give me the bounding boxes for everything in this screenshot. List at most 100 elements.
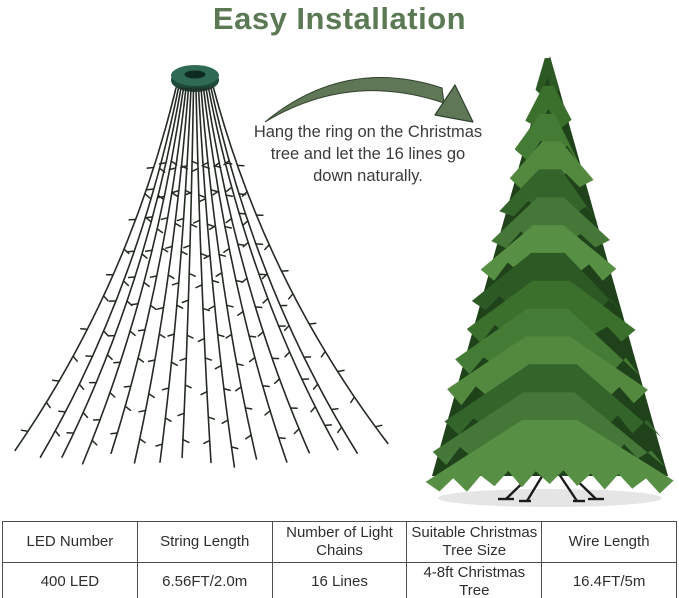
led-bulb-tick (287, 293, 294, 300)
led-bulb-tick (277, 437, 286, 440)
light-string-line (159, 87, 192, 463)
led-bulb-tick (238, 212, 247, 215)
led-bulb-tick (176, 217, 185, 222)
spec-header-wire-length: Wire Length (541, 521, 677, 563)
led-bulb-tick (146, 166, 155, 169)
led-bulb-tick (54, 430, 61, 437)
led-bulb-tick (237, 310, 244, 317)
page-title: Easy Installation (212, 1, 467, 36)
spec-header-string-length: String Length (136, 521, 273, 563)
led-bulb-tick (126, 250, 135, 253)
led-bulb-tick (204, 357, 213, 361)
spec-value-led-number: 400 LED (2, 562, 138, 598)
led-bulb-tick (350, 396, 356, 404)
led-bulb-tick (113, 361, 122, 364)
light-string-line (195, 87, 212, 464)
instruction-line: tree and let the 16 lines go (270, 145, 466, 163)
led-bulb-tick (177, 412, 185, 417)
led-bulb-tick (273, 378, 281, 385)
led-bulb-tick (234, 386, 242, 392)
led-bulb-tick (161, 387, 170, 391)
led-bulb-tick (165, 245, 173, 249)
light-strings-diagram (14, 65, 389, 468)
light-string-line (133, 87, 190, 464)
led-bulb-tick (160, 217, 169, 221)
led-bulb-tick (201, 161, 209, 167)
led-bulb-tick (200, 390, 208, 396)
led-bulb-tick (180, 250, 188, 256)
led-bulb-tick (283, 324, 290, 332)
led-bulb-tick (198, 197, 207, 203)
tree-branch-layer (525, 85, 572, 129)
led-bulb-tick (225, 186, 233, 193)
led-bulb-tick (158, 333, 166, 339)
light-string-line (61, 87, 182, 458)
led-bulb-tick (211, 279, 220, 284)
led-bulb-tick (189, 223, 198, 228)
led-bulb-tick (284, 351, 291, 358)
led-bulb-tick (122, 280, 130, 287)
led-bulb-tick (221, 419, 229, 425)
led-bulb-tick (143, 281, 150, 288)
led-bulb-tick (179, 357, 188, 362)
led-bulb-tick (156, 228, 164, 234)
led-bulb-tick (195, 284, 203, 289)
led-bulb-tick (261, 273, 268, 280)
instruction-line: Hang the ring on the Christmas (253, 123, 483, 141)
spec-value-wire-length: 16.4FT/5m (541, 562, 677, 598)
led-bulb-tick (374, 424, 383, 428)
led-bulb-tick (235, 363, 244, 367)
light-string-line (207, 87, 339, 451)
christmas-tree-image (425, 56, 674, 507)
tree-branch-layer (425, 420, 674, 494)
led-bulb-tick (330, 407, 339, 411)
led-bulb-tick (130, 303, 139, 306)
led-bulb-tick (72, 355, 78, 362)
led-bulb-tick (215, 272, 223, 277)
led-bulb-tick (223, 247, 230, 253)
led-bulb-tick (127, 276, 136, 279)
led-bulb-tick (225, 333, 233, 339)
led-bulb-tick (214, 364, 222, 370)
led-bulb-tick (182, 438, 190, 444)
led-bulb-tick (223, 159, 230, 166)
led-bulb-tick (254, 306, 263, 309)
led-bulb-tick (180, 164, 188, 169)
led-bulb-tick (167, 333, 175, 337)
led-bulb-tick (213, 162, 221, 168)
led-bulb-tick (225, 194, 234, 197)
led-bulb-tick (176, 304, 184, 309)
led-bulb-tick (197, 337, 206, 343)
tree-branch-layer (491, 197, 610, 249)
led-bulb-tick (174, 222, 182, 228)
led-bulb-tick (170, 361, 178, 367)
led-bulb-tick (308, 322, 317, 325)
led-bulb-tick (324, 424, 333, 427)
spec-value-string-length: 6.56FT/2.0m (136, 562, 273, 598)
led-bulb-tick (148, 393, 155, 399)
light-string-line (14, 87, 177, 452)
led-bulb-tick (191, 167, 199, 173)
led-bulb-tick (212, 190, 220, 196)
led-bulb-tick (164, 417, 172, 422)
led-bulb-tick (102, 295, 109, 302)
led-bulb-tick (91, 439, 98, 446)
led-bulb-tick (58, 410, 67, 413)
led-bulb-tick (123, 385, 132, 388)
led-bulb-tick (207, 416, 216, 420)
led-bulb-tick (206, 223, 215, 228)
light-string-line (210, 87, 358, 454)
led-bulb-tick (106, 354, 113, 361)
led-bulb-tick (183, 244, 191, 249)
led-bulb-tick (192, 219, 201, 224)
led-bulb-tick (82, 411, 89, 419)
led-bulb-tick (186, 334, 194, 339)
led-bulb-tick (218, 253, 227, 257)
led-bulb-tick (242, 220, 249, 226)
light-string-line (200, 87, 258, 460)
led-bulb-tick (237, 243, 245, 247)
led-bulb-tick (242, 241, 249, 248)
led-bulb-tick (188, 272, 196, 277)
led-bulb-tick (293, 428, 300, 435)
